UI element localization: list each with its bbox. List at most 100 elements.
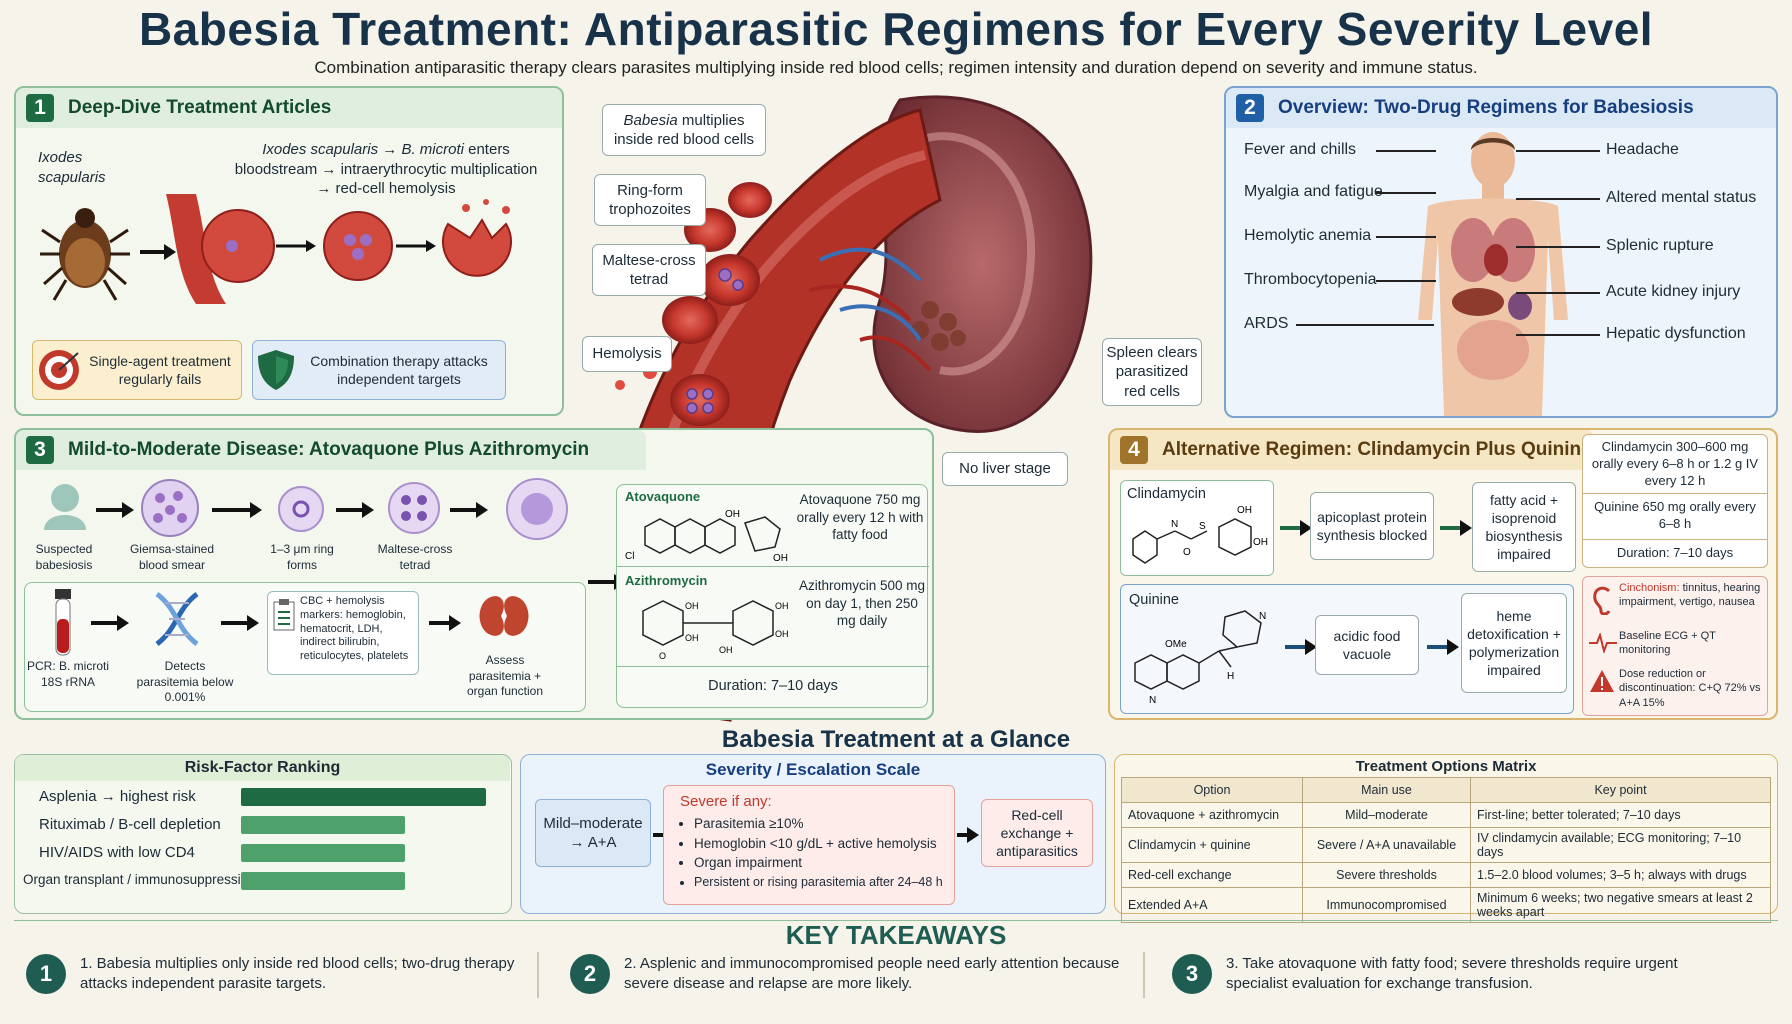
symptom-right: Headache xyxy=(1606,141,1679,158)
risk-label: Organ transplant / immunosuppression xyxy=(23,872,256,887)
warning-icon xyxy=(1590,670,1614,692)
step-smear: Giemsa-stained blood smear xyxy=(129,542,215,572)
clindamycin-name: Clindamycin xyxy=(1127,486,1206,502)
matrix-header: Option xyxy=(1121,777,1303,803)
azithromycin-dose: Azithromycin 500 mg on day 1, then 250 m… xyxy=(798,578,926,629)
severity-title: Severity / Escalation Scale xyxy=(705,760,921,779)
patient-icon xyxy=(44,484,86,530)
severe-criterion: Parasitemia ≥10% xyxy=(694,814,950,834)
label-ring-forms: Ring-form trophozoites xyxy=(594,174,706,226)
symptom-left: Fever and chills xyxy=(1244,141,1357,158)
risk-title: Risk-Factor Ranking xyxy=(184,759,341,776)
page-title: Babesia Treatment: Antiparasitic Regimen… xyxy=(138,3,1654,55)
blood-smear-icon xyxy=(141,479,199,537)
mild-moderate-box: Mild–moderate → A+A xyxy=(535,799,651,867)
risk-label: Asplenia → highest risk xyxy=(39,788,196,805)
clinda-mechanism-1: apicoplast protein synthesis blocked xyxy=(1310,492,1434,560)
matrix-cell: Red-cell exchange xyxy=(1121,862,1303,888)
risk-bar xyxy=(241,844,405,862)
pcr-label: PCR: B. microti 18S rRNA xyxy=(26,659,109,689)
step-suspected: Suspected babesiosis xyxy=(35,542,93,572)
matrix-cell: Immunocompromised xyxy=(1302,887,1471,923)
parasitized-cell-icon xyxy=(506,478,568,540)
label-no-liver-stage: No liver stage xyxy=(942,452,1068,486)
matrix-cell: Extended A+A xyxy=(1121,887,1303,923)
cbc-panel: CBC + hemolysis markers: hemoglobin, hem… xyxy=(267,591,419,675)
risk-label: Rituximab / B-cell depletion xyxy=(39,816,221,833)
severity-panel: Severity / Escalation Scale Mild–moderat… xyxy=(520,754,1106,914)
svg-text:OH: OH xyxy=(1237,505,1252,516)
panel-alternative: 4 Alternative Regimen: Clindamycin Plus Q… xyxy=(1108,428,1778,720)
takeaway-text: 3. Take atovaquone with fatty food; seve… xyxy=(1226,955,1678,992)
matrix-cell: Atovaquone + azithromycin xyxy=(1121,802,1303,828)
svg-text:OMe: OMe xyxy=(1165,639,1187,650)
clinda-dose: Clindamycin 300–600 mg orally every 6–8 … xyxy=(1591,439,1759,488)
panel-number: 1 xyxy=(26,94,54,122)
kidney-icon xyxy=(479,596,529,636)
symptom-left: Hemolytic anemia xyxy=(1244,227,1372,244)
svg-text:H: H xyxy=(1227,671,1234,682)
label-hemolysis: Hemolysis xyxy=(582,336,672,372)
atovaquone-dose: Atovaquone 750 mg orally every 12 h with… xyxy=(796,492,924,543)
svg-text:S: S xyxy=(1199,521,1206,532)
svg-text:OH: OH xyxy=(725,509,740,520)
matrix-title: Treatment Options Matrix xyxy=(1355,758,1537,775)
quinine-name: Quinine xyxy=(1129,592,1179,608)
symptom-left: Thrombocytopenia xyxy=(1244,271,1377,288)
matrix-cell: Minimum 6 weeks; two negative smears at … xyxy=(1470,887,1771,923)
tick-icon xyxy=(40,208,130,301)
single-agent-box: Single-agent treatment regularly fails xyxy=(32,340,242,400)
matrix-cell: First-line; better tolerated; 7–10 days xyxy=(1470,802,1771,828)
symptom-right: Altered mental status xyxy=(1606,189,1757,206)
atovaquone-name: Atovaquone xyxy=(625,489,701,504)
label-maltese-cross: Maltese-cross tetrad xyxy=(592,244,706,296)
panel-number: 2 xyxy=(1236,94,1264,122)
ecg-warning: Baseline ECG + QT monitoring xyxy=(1619,630,1716,657)
combination-box: Combination therapy attacks independent … xyxy=(252,340,506,400)
detects-label: Detects parasitemia below 0.001% xyxy=(136,659,234,705)
quinine-mechanism-1: acidic food vacuole xyxy=(1315,615,1419,675)
svg-text:N: N xyxy=(1171,519,1178,530)
target-icon xyxy=(39,350,79,390)
a-a-duration: Duration: 7–10 days xyxy=(708,678,838,694)
takeaway-number: 1 xyxy=(26,954,66,994)
shield-icon xyxy=(258,350,294,390)
diagnostics-box: PCR: B. microti 18S rRNA Detects parasit… xyxy=(24,582,586,712)
panel-title: Alternative Regimen: Clindamycin Plus Qu… xyxy=(1162,439,1592,460)
quinine-mechanism-2: heme detoxification + polymerization imp… xyxy=(1461,593,1567,693)
discontinuation-warning: Dose reduction or discontinuation: C+Q 7… xyxy=(1619,668,1761,709)
risk-factor-panel: Risk-Factor Ranking Asplenia → highest r… xyxy=(14,754,512,914)
matrix-cell: Severe / A+A unavailable xyxy=(1302,827,1471,863)
exchange-box: Red-cell exchange + antiparasitics xyxy=(981,799,1093,867)
takeaways-title: KEY TAKEAWAYS xyxy=(785,920,1007,950)
takeaway-number: 3 xyxy=(1172,954,1212,994)
matrix-cell: Clindamycin + quinine xyxy=(1121,827,1303,863)
risk-bar xyxy=(241,788,486,806)
matrix-header: Key point xyxy=(1470,777,1771,803)
cinchonism-warning: Cinchonism: tinnitus, hearing impairment… xyxy=(1619,582,1761,609)
azithromycin-name: Azithromycin xyxy=(625,573,708,588)
tick-label: Ixodes scapularis xyxy=(38,149,106,186)
severe-title: Severe if any: xyxy=(680,793,772,810)
label-multiplies: Babesia multiplies inside red blood cell… xyxy=(602,104,766,156)
matrix-cell: Mild–moderate xyxy=(1302,802,1471,828)
maltese-cross-icon xyxy=(388,482,440,534)
svg-text:N: N xyxy=(1149,695,1156,706)
symptom-right: Splenic rupture xyxy=(1606,237,1714,254)
svg-text:OH: OH xyxy=(685,601,699,611)
matrix-cell: IV clindamycin available; ECG monitoring… xyxy=(1470,827,1771,863)
severe-criterion: Persistent or rising parasitemia after 2… xyxy=(694,873,950,891)
panel-number: 4 xyxy=(1120,436,1148,464)
page-subtitle: Combination antiparasitic therapy clears… xyxy=(314,58,1478,77)
